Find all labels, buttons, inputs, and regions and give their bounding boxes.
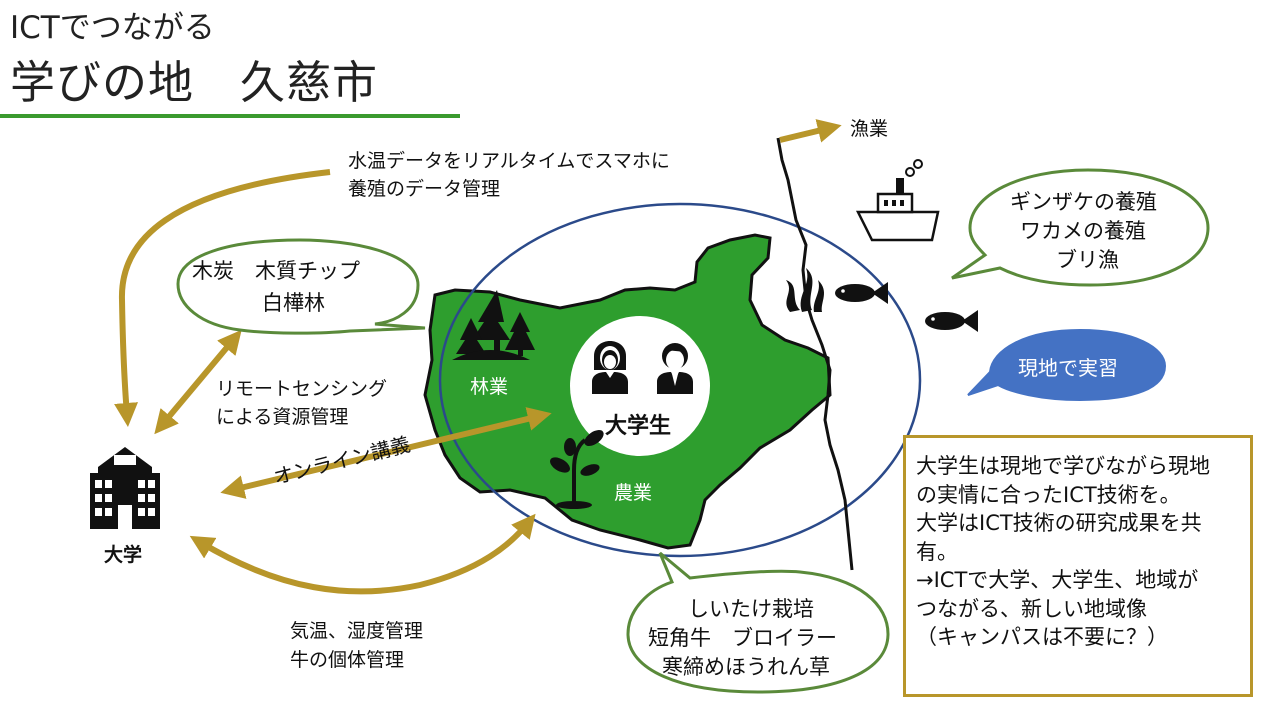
fish-bubble-line1: ギンザケの養殖 [1010, 190, 1157, 214]
info-line: （キャンパスは不要に？） [916, 625, 1168, 649]
fish-bubble-line3: ブリ漁 [1056, 248, 1119, 272]
water-temp-text-line1: 水温データをリアルタイムでスマホに [348, 150, 670, 172]
forest-bubble-line2: 白樺林 [262, 291, 325, 315]
fishery-arrow [779, 119, 842, 143]
fish-icon [835, 282, 888, 304]
info-line: 大学はICT技術の研究成果を共 [916, 511, 1202, 535]
agri-bubble-line3: 寒締めほうれん草 [662, 655, 830, 679]
forest-bubble-line1: 木炭 木質チップ [192, 259, 360, 283]
water-temp-arrow [114, 169, 331, 427]
ship-icon [855, 159, 940, 242]
agri-bubble-line1: しいたけ栽培 [688, 597, 814, 621]
fish-icon [925, 310, 978, 332]
climate-text-line1: 気温、湿度管理 [290, 620, 424, 642]
subtitle: ICTでつながる [10, 10, 215, 46]
forest-bubble [176, 238, 426, 335]
university-label: 大学 [104, 544, 143, 566]
info-line: →ICTで大学、大学生、地域が [916, 568, 1199, 592]
info-line: つながる、新しい地域像 [916, 596, 1147, 621]
coastline [776, 137, 854, 571]
practice-bubble-text: 現地で実習 [1018, 356, 1118, 380]
plant-icon [550, 430, 604, 509]
agriculture-bubble [626, 551, 890, 694]
water-temp-text-line2: 養殖のデータ管理 [348, 178, 501, 200]
online-lecture-arrow [220, 407, 552, 499]
title-underline [0, 114, 460, 118]
remote-sensing-text-line1: リモートセンシング [216, 378, 388, 400]
fish-bubble-line2: ワカメの養殖 [1020, 219, 1146, 243]
climate-arrow [189, 513, 536, 595]
seaweed-icon [786, 268, 825, 312]
practice-bubble [967, 328, 1167, 402]
remote-sensing-text-line2: による資源管理 [216, 406, 349, 428]
region-ellipse [438, 202, 922, 558]
trees-icon [452, 290, 535, 360]
remote-sensing-arrow [154, 329, 242, 435]
student-male-icon [657, 343, 693, 394]
info-box: 大学生は現地で学びながら現地 の実情に合ったICT技術を。 大学はICT技術の研… [903, 435, 1253, 697]
fishery-bubble [951, 168, 1210, 287]
university-building-icon [90, 447, 160, 529]
student-female-icon [592, 341, 628, 394]
info-line: 有。 [916, 539, 958, 564]
forestry-label: 林業 [470, 376, 509, 398]
info-line: 大学生は現地で学びながら現地 [916, 454, 1210, 478]
fishery-label: 漁業 [850, 118, 889, 140]
students-label: 大学生 [605, 414, 672, 439]
agri-bubble-line2: 短角牛 ブロイラー [648, 626, 837, 650]
agriculture-label: 農業 [614, 482, 653, 504]
page-title: 学びの地 久慈市 [10, 56, 379, 109]
climate-text-line2: 牛の個体管理 [290, 649, 405, 671]
info-line: の実情に合ったICT技術を。 [916, 482, 1181, 507]
